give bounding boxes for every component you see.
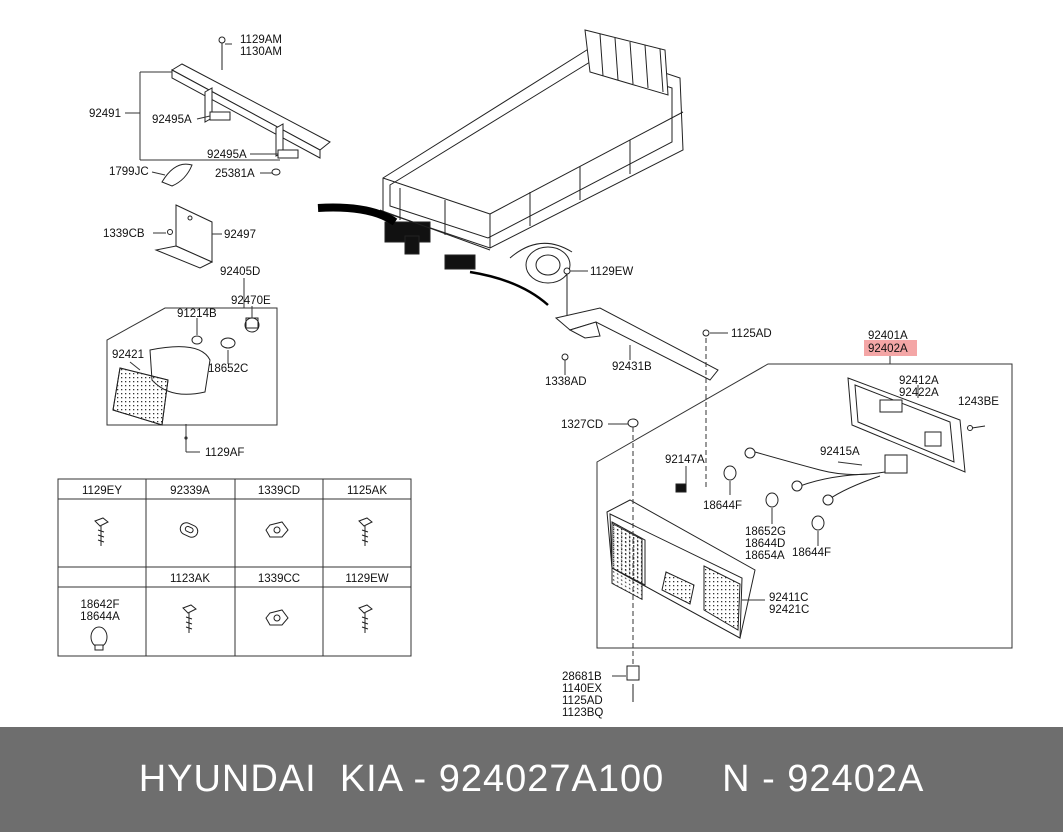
parts-diagram: 1129AM 1130AM 92491 92495A 92495A 1799JC… (57, 29, 1013, 719)
label-1129AF[interactable]: 1129AF (205, 447, 244, 459)
truck-bed-illustration (379, 29, 684, 284)
grommet-icon (179, 522, 199, 538)
table-header-3: 1339CD (258, 485, 300, 497)
label-92422A[interactable]: 92422A (899, 387, 939, 399)
label-1125AD-bottom[interactable]: 1125AD (562, 695, 603, 707)
table-bulb-label-1: 18642F (80, 599, 119, 611)
label-18644D[interactable]: 18644D (745, 538, 785, 550)
highlight-box (864, 340, 917, 356)
bolt-icon (182, 604, 197, 633)
label-92147A[interactable]: 92147A (665, 454, 705, 466)
label-1799JC[interactable]: 1799JC (109, 166, 149, 178)
label-92402A[interactable]: 92402A (868, 343, 908, 355)
bulb-icon (90, 626, 108, 651)
label-1129AM[interactable]: 1129AM (240, 34, 282, 46)
label-1327CD[interactable]: 1327CD (561, 419, 603, 431)
left-lamp-parts (112, 317, 260, 426)
label-92421C[interactable]: 92421C (769, 604, 809, 616)
table-header-2: 92339A (170, 485, 210, 497)
label-92495A-upper[interactable]: 92495A (152, 114, 192, 126)
right-lamp-parts (606, 377, 986, 702)
label-18652G[interactable]: 18652G (745, 526, 786, 538)
part-labels: 1129AM 1130AM 92491 92495A 92495A 1799JC… (89, 34, 999, 719)
label-92401A[interactable]: 92401A (868, 330, 908, 342)
label-1243BE[interactable]: 1243BE (958, 396, 999, 408)
label-18654A[interactable]: 18654A (745, 550, 785, 562)
label-92470E[interactable]: 92470E (231, 295, 271, 307)
bolt-icon (358, 604, 373, 633)
label-18644F-1[interactable]: 18644F (703, 500, 742, 512)
nut-icon (265, 609, 289, 626)
left-lamp-box (106, 307, 278, 426)
part-number-footer: HYUNDAI KIA - 924027A100 N - 92402A (0, 727, 1063, 832)
fastener-table-headers: 1129EY 92339A 1339CD 1125AK 1123AK 1339C… (80, 485, 389, 623)
table-header-7: 1339CC (258, 573, 300, 585)
label-92495A-lower[interactable]: 92495A (207, 149, 247, 161)
table-header-4: 1125AK (347, 485, 387, 497)
label-1123BQ[interactable]: 1123BQ (562, 707, 603, 719)
label-92497[interactable]: 92497 (224, 229, 256, 241)
label-92411C[interactable]: 92411C (769, 592, 808, 604)
label-1125AD-top[interactable]: 1125AD (731, 328, 772, 340)
label-1338AD[interactable]: 1338AD (545, 376, 587, 388)
fastener-table (57, 478, 412, 657)
part-number-text: HYUNDAI KIA - 924027A100 N - 92402A (138, 758, 925, 800)
table-bulb-label-2: 18644A (80, 611, 120, 623)
label-92412A[interactable]: 92412A (899, 375, 939, 387)
label-1130AM[interactable]: 1130AM (240, 46, 282, 58)
right-lamp-box (596, 363, 1013, 649)
label-92431B[interactable]: 92431B (612, 361, 652, 373)
label-1140EX[interactable]: 1140EX (562, 683, 602, 695)
label-92405D[interactable]: 92405D (220, 266, 260, 278)
table-header-6: 1123AK (170, 573, 210, 585)
bolt-icon (94, 517, 109, 546)
bolt-icon (358, 517, 373, 546)
label-1339CB[interactable]: 1339CB (103, 228, 145, 240)
nut-icon (265, 521, 289, 538)
label-1129EW[interactable]: 1129EW (590, 266, 633, 278)
label-92421[interactable]: 92421 (112, 349, 144, 361)
label-25381A[interactable]: 25381A (215, 168, 255, 180)
l-bracket (154, 204, 214, 269)
label-18644F-2[interactable]: 18644F (792, 547, 831, 559)
label-91214B[interactable]: 91214B (177, 308, 217, 320)
label-92415A[interactable]: 92415A (820, 446, 860, 458)
label-18652C[interactable]: 18652C (208, 363, 248, 375)
label-28681B[interactable]: 28681B (562, 671, 602, 683)
table-header-1: 1129EY (82, 485, 122, 497)
table-header-8: 1129EW (345, 573, 388, 585)
center-bracket (554, 267, 719, 381)
label-92491[interactable]: 92491 (89, 108, 121, 120)
upper-bracket (161, 36, 331, 187)
fastener-icons (90, 517, 373, 651)
